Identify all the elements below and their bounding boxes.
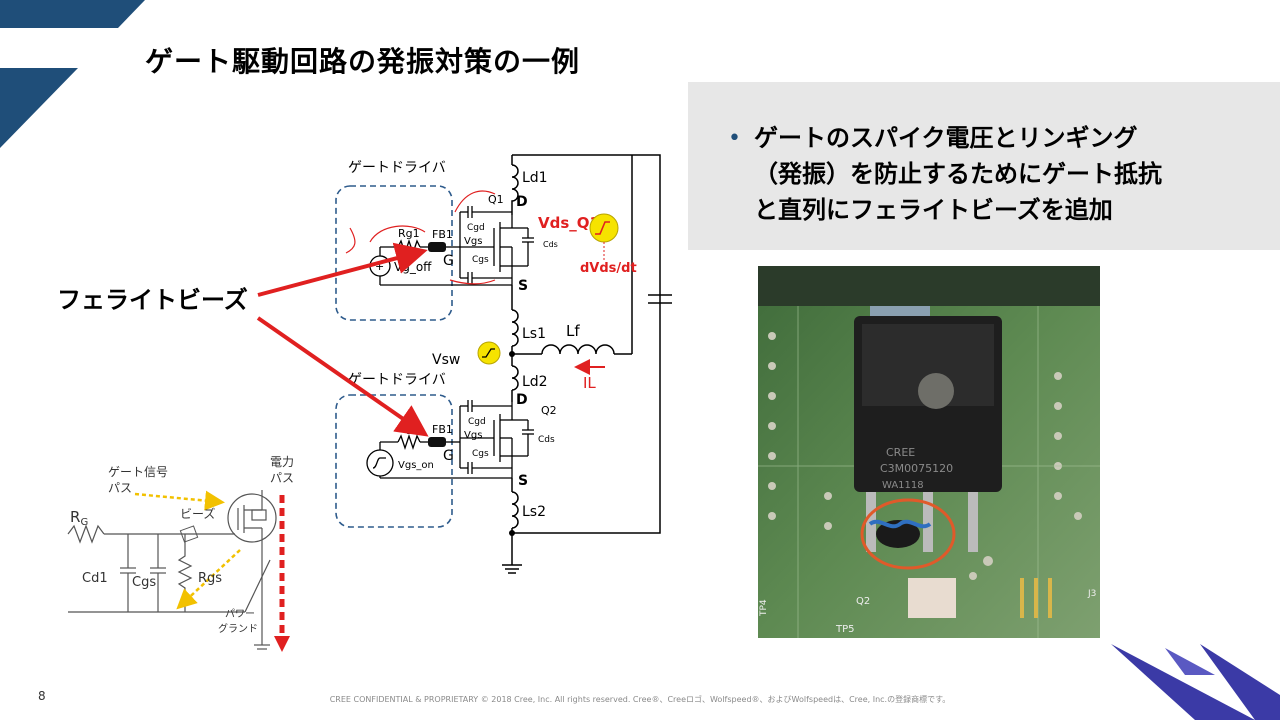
power-path-label-2: パス — [270, 471, 294, 485]
ferrite-arrow-bottom — [256, 316, 429, 437]
pcb-label-q2: Q2 — [856, 596, 870, 607]
gate-signal-arrow — [134, 490, 225, 511]
power-ground-label-2: グランド — [218, 622, 258, 635]
beads-label: ビーズ — [180, 506, 215, 521]
gate-signal-path-label-2: パス — [108, 481, 132, 495]
rg1-label-top: Rg1 — [398, 227, 420, 240]
small-cgs-label: Cgs — [132, 575, 156, 590]
source-label-top: S — [518, 278, 528, 294]
lf-label: Lf — [566, 322, 580, 340]
gate-label-bottom: G — [443, 448, 454, 464]
cds-label-bottom: Cds — [538, 435, 555, 445]
ld1-label: Ld1 — [522, 170, 548, 186]
ferrite-bead-bottom — [428, 437, 446, 447]
return-path-arrow — [176, 549, 241, 610]
source-label-bottom: S — [518, 473, 528, 489]
vgs-on-label: Vgs_on — [398, 460, 434, 471]
power-path-label-1: 電力 — [270, 455, 294, 469]
vg-off-label: Vg_off — [394, 260, 432, 274]
gate-signal-path-label-1: ゲート信号 — [108, 465, 168, 479]
ferrite-beads-label: フェライトビーズ — [57, 286, 248, 314]
rgs-label: Rgs — [198, 571, 222, 586]
mosfet-pcb-photo: CREE C3M0075120 WA1118 Q2 TP5 TP4 J3 — [758, 266, 1100, 638]
ferrite-highlight-circle — [860, 498, 956, 570]
cgs-label-top: Cgs — [472, 255, 489, 265]
inductor-lf — [512, 155, 633, 355]
callout-bullet-text: ゲートのスパイク電圧とリンギング （発振）を防止するためにゲート抵抗 と直列にフ… — [754, 120, 1224, 228]
gate-driver-label-bottom: ゲートドライバ — [348, 372, 446, 388]
gate-driver-top-wiring — [369, 238, 512, 286]
callout-panel — [688, 82, 1280, 250]
inductor-ld1 — [511, 155, 519, 215]
gate-driver-box-top — [335, 185, 453, 321]
cgd-label-bottom: Cgd — [468, 417, 486, 427]
page-number: 8 — [38, 689, 46, 703]
ls1-label: Ls1 — [522, 326, 546, 342]
q1-label: Q1 — [488, 193, 504, 206]
inductor-ls1 — [511, 285, 519, 362]
part-marking-lot: WA1118 — [882, 480, 924, 491]
corner-decoration-top-left — [0, 0, 145, 148]
footer-copyright: CREE CONFIDENTIAL & PROPRIETARY © 2018 C… — [329, 695, 951, 704]
vds-waveform-icon — [589, 213, 619, 243]
source-polarity-icon: + — [375, 260, 384, 273]
bullet-icon: • — [728, 126, 741, 151]
red-annotations-top — [345, 190, 496, 285]
pcb-label-tp5: TP5 — [835, 624, 855, 635]
q2-label: Q2 — [541, 404, 557, 417]
callout-line: ゲートのスパイク電圧とリンギング — [754, 124, 1138, 152]
small-ferrite-bead — [179, 525, 199, 543]
ferrite-bead-top — [428, 242, 446, 252]
drain-label-top: D — [516, 194, 528, 210]
vgs-label-bottom: Vgs — [464, 430, 482, 441]
cds-label-top: Cds — [543, 240, 558, 249]
mosfet-q1 — [459, 206, 534, 285]
power-ground-label-1: パワー — [225, 608, 255, 620]
vsw-waveform-icon — [477, 341, 501, 365]
part-marking-number: C3M0075120 — [880, 462, 953, 475]
cgs-label-bottom: Cgs — [472, 449, 489, 459]
gate-driver-bottom-wiring — [366, 433, 512, 479]
callout-line: （発振）を防止するためにゲート抵抗 — [754, 160, 1162, 188]
corner-decoration-bottom-right — [1111, 644, 1280, 720]
vgs-label-top: Vgs — [464, 236, 482, 247]
pcb-label-tp4: TP4 — [759, 599, 769, 617]
slide-title: ゲート駆動回路の発振対策の一例 — [145, 45, 581, 78]
pcb-label-j3: J3 — [1087, 589, 1096, 599]
fb1-label-bottom: FB1 — [432, 423, 453, 436]
gate-driver-label-top: ゲートドライバ — [348, 160, 446, 176]
vsw-label: Vsw — [432, 352, 460, 368]
fb1-label-top: FB1 — [432, 228, 453, 241]
cgd-label-top: Cgd — [467, 223, 485, 233]
rg-label: RG — [70, 508, 88, 528]
gate-label-top: G — [443, 253, 454, 269]
gate-driver-box-bottom — [335, 394, 453, 528]
vds-q1-label: Vds_Q1 — [538, 214, 600, 232]
midpoint-node — [509, 351, 515, 357]
part-marking-cree: CREE — [886, 446, 915, 459]
drain-label-bottom: D — [516, 392, 528, 408]
callout-line: と直列にフェライトビーズを追加 — [754, 196, 1113, 224]
ferrite-arrow-top — [257, 242, 428, 297]
inductor-ls2 — [502, 478, 522, 574]
il-label: IL — [583, 374, 596, 392]
ld2-label: Ld2 — [522, 374, 548, 390]
rg1-label-bottom: Rg1 — [398, 422, 420, 435]
dvds-dt-label: dVds/dt — [580, 261, 637, 276]
power-path-arrow-head — [274, 636, 290, 652]
small-gate-circuit — [67, 490, 277, 650]
cd1-label: Cd1 — [82, 571, 108, 586]
inductor-ld2 — [511, 362, 519, 402]
bus-rail — [512, 154, 672, 534]
ls2-label: Ls2 — [522, 504, 546, 520]
mosfet-q2 — [459, 400, 534, 478]
